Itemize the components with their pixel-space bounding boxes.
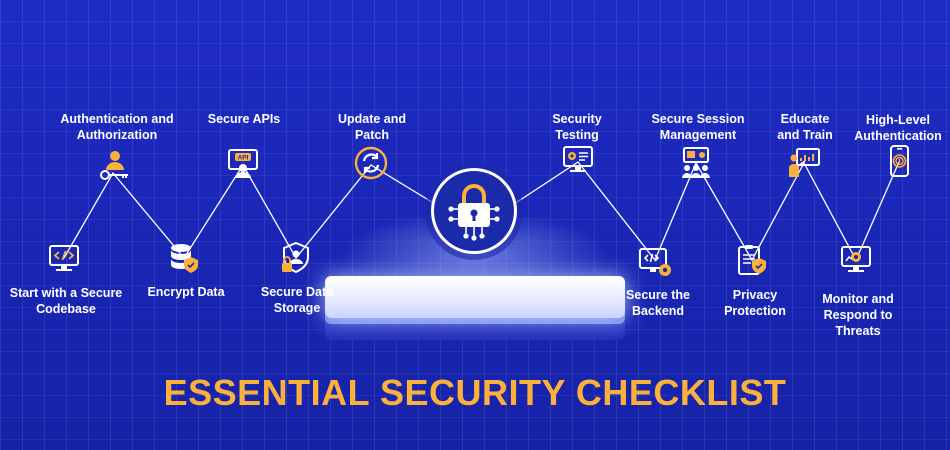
label-educate-train: Educate and Train [777, 112, 833, 142]
label-secure-session-management: Secure Session Management [651, 112, 745, 142]
label-encrypt-data: Encrypt Data [147, 285, 225, 299]
settings-monitor-icon [563, 146, 593, 172]
fingerprint-phone-icon [890, 145, 909, 177]
code-monitor-icon [49, 245, 79, 271]
refresh-icon [354, 146, 388, 180]
svg-text:API: API [238, 155, 249, 162]
database-shield-icon [171, 244, 198, 273]
clipboard-shield-icon [738, 245, 766, 275]
api-monitor-icon: API [228, 149, 258, 178]
page-title: ESSENTIAL SECURITY CHECKLIST [163, 372, 787, 413]
label-secure-apis: Secure APIs [207, 112, 281, 126]
code-gear-icon [639, 248, 671, 276]
label-secure-codebase: Start with a Secure Codebase [9, 286, 123, 316]
shield-lock-icon [282, 241, 309, 274]
label-authentication-authorization: Authentication and Authorization [60, 112, 174, 142]
label-monitor-respond-threats: Monitor and Respond to Threats [822, 292, 894, 338]
label-secure-data-storage: Secure Data Storage [260, 285, 334, 315]
padlock-circuit-icon [448, 184, 500, 241]
label-secure-backend: Secure the Backend [626, 288, 690, 318]
tablet-screen [325, 276, 625, 318]
label-high-level-authentication: High-Level Authentication [854, 113, 942, 143]
label-privacy-protection: Privacy Protection [724, 288, 786, 318]
user-key-icon [100, 151, 128, 180]
label-security-testing: Security Testing [552, 112, 602, 142]
center-padlock-badge [431, 168, 517, 254]
monitor-alert-icon [841, 246, 871, 272]
presenter-icon [789, 148, 820, 177]
label-update-patch: Update and Patch [337, 112, 407, 142]
team-board-icon [682, 147, 710, 178]
